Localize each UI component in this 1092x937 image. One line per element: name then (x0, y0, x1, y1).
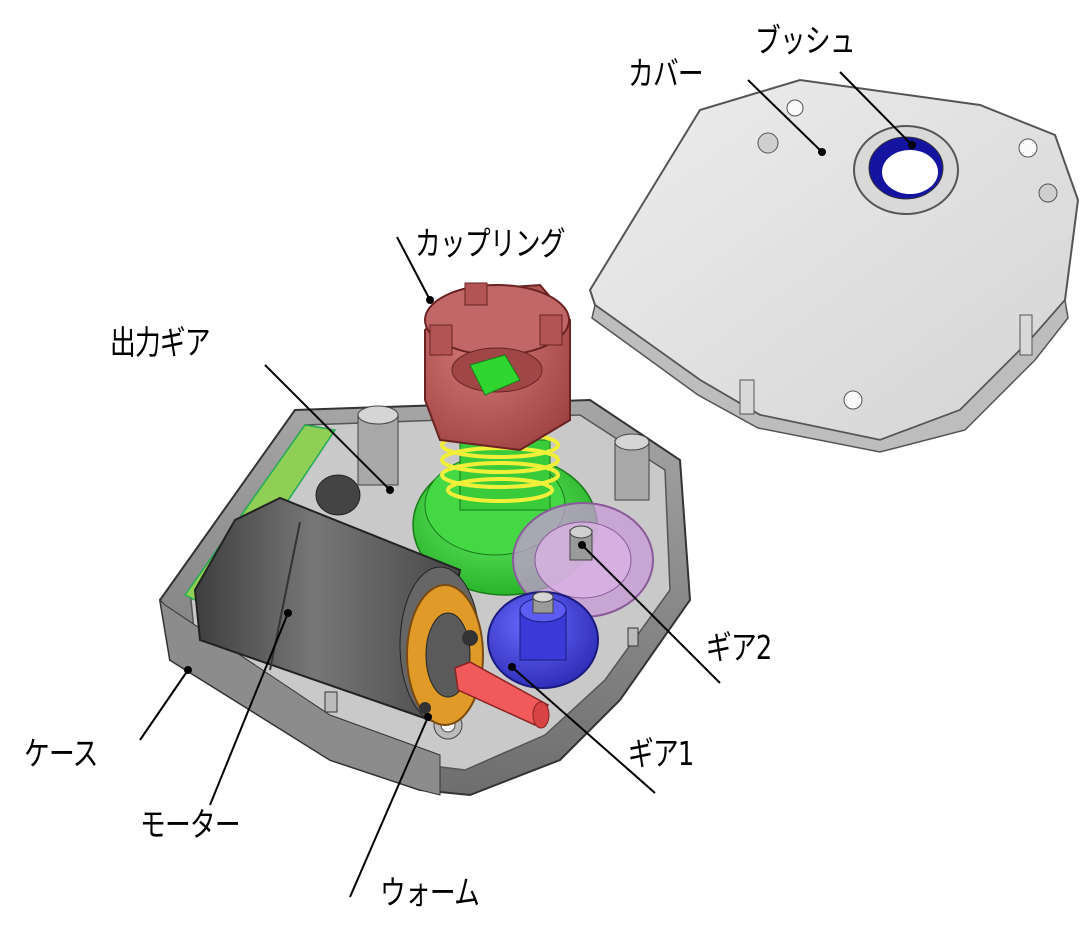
gear1-part (487, 591, 599, 689)
leader-dot-coupling (426, 296, 434, 304)
leader-worm (349, 716, 429, 898)
label-bush: ブッシュ (755, 21, 856, 60)
leader-lines (139, 71, 913, 898)
leader-bush (839, 71, 913, 146)
cover-part (588, 78, 1080, 453)
motor-part (193, 496, 550, 729)
leader-motor (209, 612, 289, 806)
leader-dot-bush (908, 141, 916, 149)
label-output-gear: 出力ギア (110, 323, 211, 362)
leader-gear2 (581, 544, 721, 684)
coupling-part (424, 282, 571, 452)
leader-dot-cover (818, 148, 826, 156)
label-motor: モーター (140, 805, 241, 844)
leader-coupling (396, 236, 431, 301)
label-gear1: ギア1 (628, 734, 694, 773)
leader-dot-motor (284, 609, 292, 617)
label-cover: カバー (628, 54, 704, 93)
leader-output-gear (264, 364, 391, 491)
label-worm: ウォーム (380, 873, 480, 912)
gear2-part (512, 502, 654, 618)
label-gear2: ギア2 (706, 628, 772, 667)
leader-dot-gear2 (578, 541, 586, 549)
label-coupling: カップリング (415, 224, 566, 263)
leader-dot-worm (424, 713, 432, 721)
label-case: ケース (24, 734, 98, 773)
leader-dot-case (184, 666, 192, 674)
leader-case (139, 669, 189, 741)
leader-dot-gear1 (508, 663, 516, 671)
leader-cover (747, 79, 823, 153)
leader-dot-output-gear (386, 486, 394, 494)
leader-gear1 (511, 666, 656, 794)
